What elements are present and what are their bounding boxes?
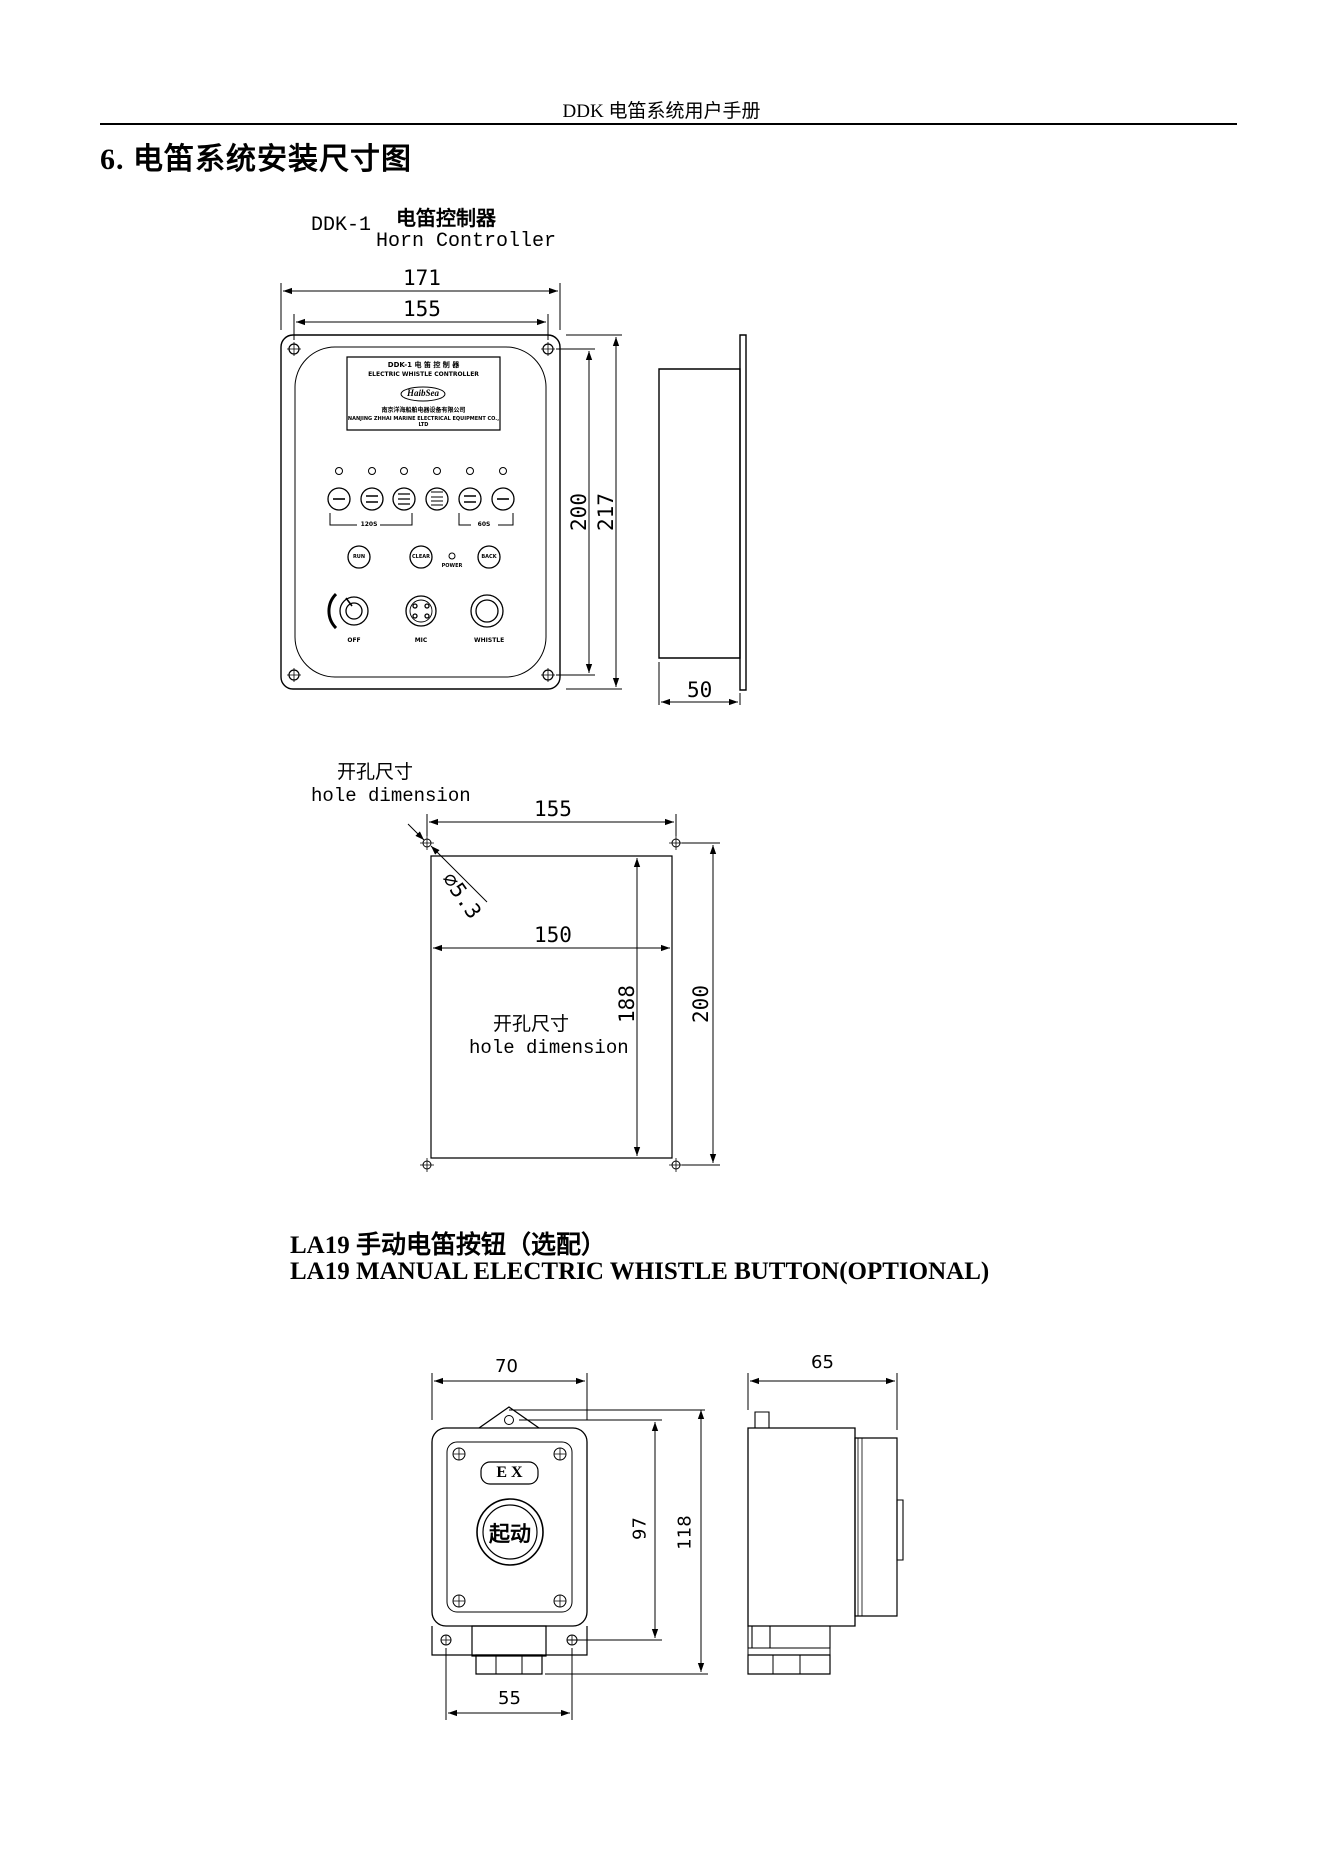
power-label: POWER [441, 563, 463, 569]
start-button-ring [477, 1499, 543, 1565]
ex-label-frame [481, 1462, 538, 1484]
ex-label: E X [496, 1464, 523, 1481]
group-60s-label: 60S [477, 521, 491, 528]
controller-body-outline [281, 335, 560, 689]
controller-inner-outline [295, 347, 546, 677]
la19-front-dimensions [432, 1373, 708, 1720]
la19-inner [447, 1442, 572, 1612]
whistle-button [471, 595, 503, 627]
key-switch [329, 594, 368, 628]
dim-hole-width: 155 [403, 297, 441, 321]
la19-title-en: LA19 MANUAL ELECTRIC WHISTLE BUTTON(OPTI… [290, 1258, 990, 1285]
cutout-inner-label-en: hole dimension [469, 1037, 629, 1059]
la19-title-cn: LA19 手动电笛按钮（选配） [290, 1232, 606, 1259]
back-button-label: BACK [481, 554, 497, 560]
dim-outer-height: 217 [594, 493, 618, 531]
dim-outer-width: 171 [403, 266, 441, 290]
cutout-label-cn: 开孔尺寸 [337, 761, 414, 783]
la19-side-knob [897, 1500, 903, 1560]
brand-logo-oval [401, 387, 445, 401]
controller-front-view [281, 335, 560, 689]
run-button-label: RUN [352, 554, 366, 560]
brand-logo: HaibSea [406, 388, 439, 398]
run-button-shape [348, 546, 370, 568]
running-header: DDK 电笛系统用户手册 [562, 101, 761, 122]
la19-gland [472, 1626, 546, 1656]
side-box [659, 369, 740, 658]
whistle-label: WHISTLE [474, 637, 505, 644]
mount-holes [420, 836, 683, 1172]
power-led [449, 553, 455, 559]
la19-dim-hole-height: 97 [629, 1517, 651, 1540]
la19-dim-depth: 65 [811, 1352, 834, 1373]
la19-top-lug [479, 1407, 539, 1428]
la19-side-body [748, 1428, 855, 1626]
dim-hole-spacing: 155 [534, 797, 572, 821]
dim-cut-height: 188 [615, 985, 639, 1023]
start-button-label: 起动 [489, 1522, 531, 1546]
dim-cut-width: 150 [534, 923, 572, 947]
dim-hole-height: 200 [567, 493, 591, 531]
cutout-drawing [408, 814, 720, 1172]
mic-label: MIC [414, 637, 428, 644]
la19-side-cover [855, 1438, 897, 1616]
cutout-inner-label-cn: 开孔尺寸 [493, 1013, 570, 1035]
controller-model-label: DDK-1 [311, 214, 372, 237]
off-label: OFF [347, 637, 361, 644]
la19-dim-bottom-width: 55 [498, 1688, 521, 1709]
controller-name-en: Horn Controller [376, 230, 557, 253]
bracket-120s [330, 513, 412, 525]
clear-button-label: CLEAR [412, 554, 430, 560]
nameplate-line2: ELECTRIC WHISTLE CONTROLLER [368, 371, 479, 378]
dim-cut-hole-height: 200 [689, 985, 713, 1023]
bracket-60s [459, 513, 513, 525]
corner-holes [287, 342, 555, 682]
side-flange [740, 335, 746, 690]
nameplate-company-cn: 南京洋海船舶电器设备有限公司 [381, 407, 466, 414]
cutout-rectangle [431, 856, 672, 1158]
controller-name-cn: 电笛控制器 [396, 206, 496, 230]
controller-side-view [659, 335, 746, 706]
header-rule [100, 123, 1237, 125]
indicator-leds [336, 468, 507, 475]
nameplate-company-en: NANJING ZHHAI MARINE ELECTRICAL EQUIPMEN… [347, 416, 500, 428]
cutout-label-en: hole dimension [311, 785, 471, 807]
controller-dimensions [281, 283, 622, 689]
clear-button-shape [410, 546, 432, 568]
section-title: 6. 电笛系统安装尺寸图 [100, 143, 412, 176]
la19-side-dimensions [748, 1373, 897, 1430]
nameplate [347, 357, 500, 430]
la19-gland-nut [476, 1655, 542, 1674]
back-button-shape [478, 546, 500, 568]
la19-dim-width: 70 [495, 1356, 518, 1377]
la19-dim-total-height: 118 [674, 1515, 696, 1550]
group-120s-label: 120S [360, 521, 378, 528]
dim-depth: 50 [687, 678, 713, 702]
nameplate-line1: DDK-1 电 笛 控 制 器 [387, 361, 460, 369]
la19-side-view [748, 1412, 903, 1674]
selector-buttons [328, 488, 514, 510]
mic-socket [406, 596, 436, 626]
